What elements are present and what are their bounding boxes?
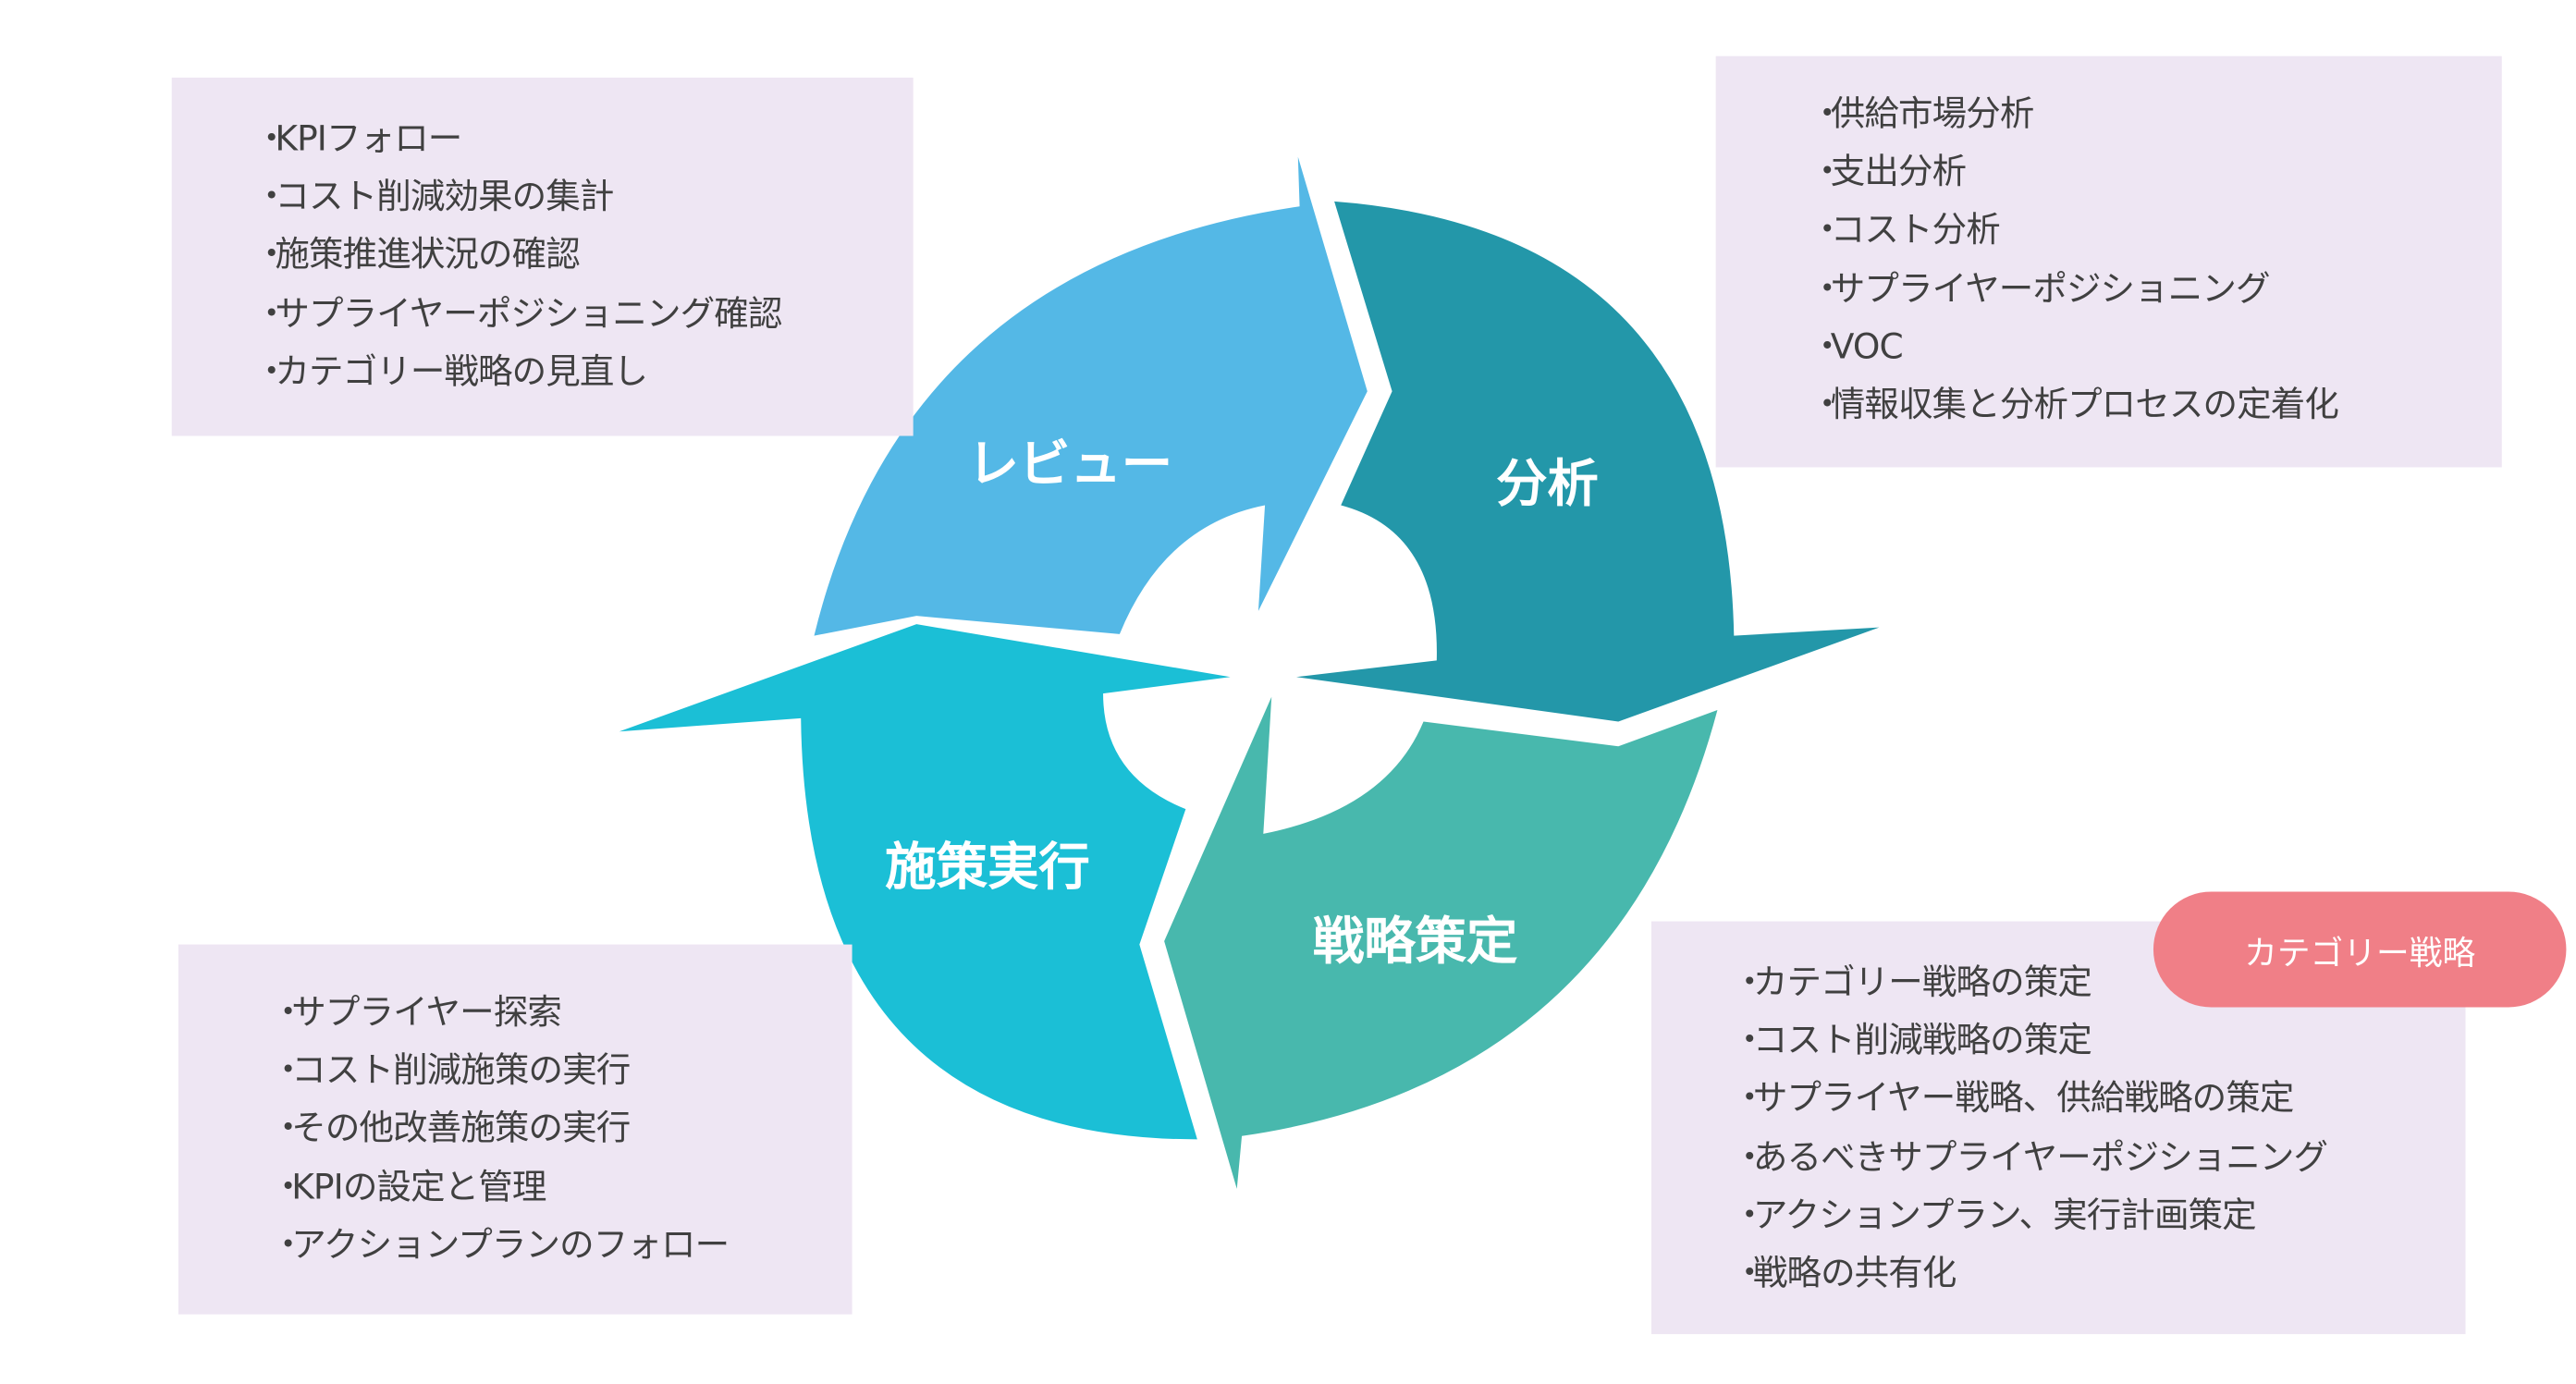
list-item: KPIの設定と管理 bbox=[271, 1158, 729, 1217]
list-item: VOC bbox=[1809, 318, 2338, 376]
category-strategy-badge: カテゴリー戦略 bbox=[2153, 891, 2567, 1008]
execution-arrow bbox=[619, 624, 1231, 1140]
list-item: サプライヤーポジショニング bbox=[1809, 260, 2338, 318]
review-arrow bbox=[814, 156, 1368, 636]
analysis-arrow bbox=[1296, 201, 1880, 722]
execution-label: 施策実行 bbox=[885, 838, 1090, 898]
list-item: コスト分析 bbox=[1809, 202, 2338, 261]
list-item: コスト削減効果の集計 bbox=[254, 169, 781, 227]
list-item: KPIフォロー bbox=[254, 111, 781, 169]
list-item: 戦略の共有化 bbox=[1733, 1245, 2328, 1304]
review-details-box: KPIフォロー コスト削減効果の集計 施策推進状況の確認 サプライヤーポジショニ… bbox=[171, 77, 914, 436]
list-item: 供給市場分析 bbox=[1809, 86, 2338, 144]
list-item: カテゴリー戦略の策定 bbox=[1733, 954, 2328, 1012]
list-item: 施策推進状況の確認 bbox=[254, 227, 781, 285]
review-label: レビュー bbox=[967, 435, 1173, 495]
list-item: サプライヤー探索 bbox=[271, 984, 729, 1042]
list-item: 情報収集と分析プロセスの定着化 bbox=[1809, 376, 2339, 435]
list-item: 支出分析 bbox=[1809, 144, 2338, 202]
execution-details-box: サプライヤー探索 コスト削減施策の実行 その他改善施策の実行 KPIの設定と管理… bbox=[178, 944, 853, 1315]
strategy-label: 戦略策定 bbox=[1312, 912, 1518, 973]
list-item: あるべきサプライヤーポジショニング bbox=[1733, 1129, 2328, 1187]
list-item: カテゴリー戦略の見直し bbox=[254, 343, 781, 401]
list-item: サプライヤーポジショニング確認 bbox=[254, 285, 782, 343]
list-item: アクションプラン、実行計画策定 bbox=[1733, 1187, 2328, 1245]
list-item: コスト削減戦略の策定 bbox=[1733, 1012, 2328, 1071]
list-item: コスト削減施策の実行 bbox=[271, 1042, 729, 1100]
strategy-arrow bbox=[1164, 696, 1718, 1189]
list-item: サプライヤー戦略、供給戦略の策定 bbox=[1733, 1071, 2328, 1129]
analysis-details-box: 供給市場分析 支出分析 コスト分析 サプライヤーポジショニング VOC 情報収集… bbox=[1715, 55, 2502, 468]
analysis-label: 分析 bbox=[1496, 455, 1599, 515]
list-item: その他改善施策の実行 bbox=[271, 1100, 729, 1158]
list-item: アクションプランのフォロー bbox=[271, 1217, 730, 1275]
